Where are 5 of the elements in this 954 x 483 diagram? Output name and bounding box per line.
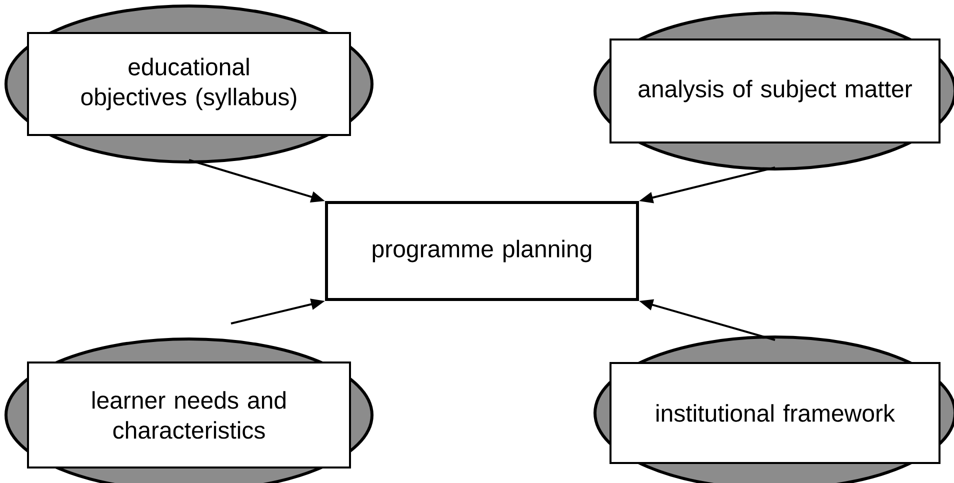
central-box: programme planning xyxy=(325,201,639,301)
shaded-box: educational objectives (syllabus) xyxy=(4,4,374,164)
shaded-box: learner needs and characteristics xyxy=(4,338,374,483)
shaded-box: institutional framework xyxy=(594,336,954,483)
shaded-box: analysis of subject matter xyxy=(594,12,954,170)
